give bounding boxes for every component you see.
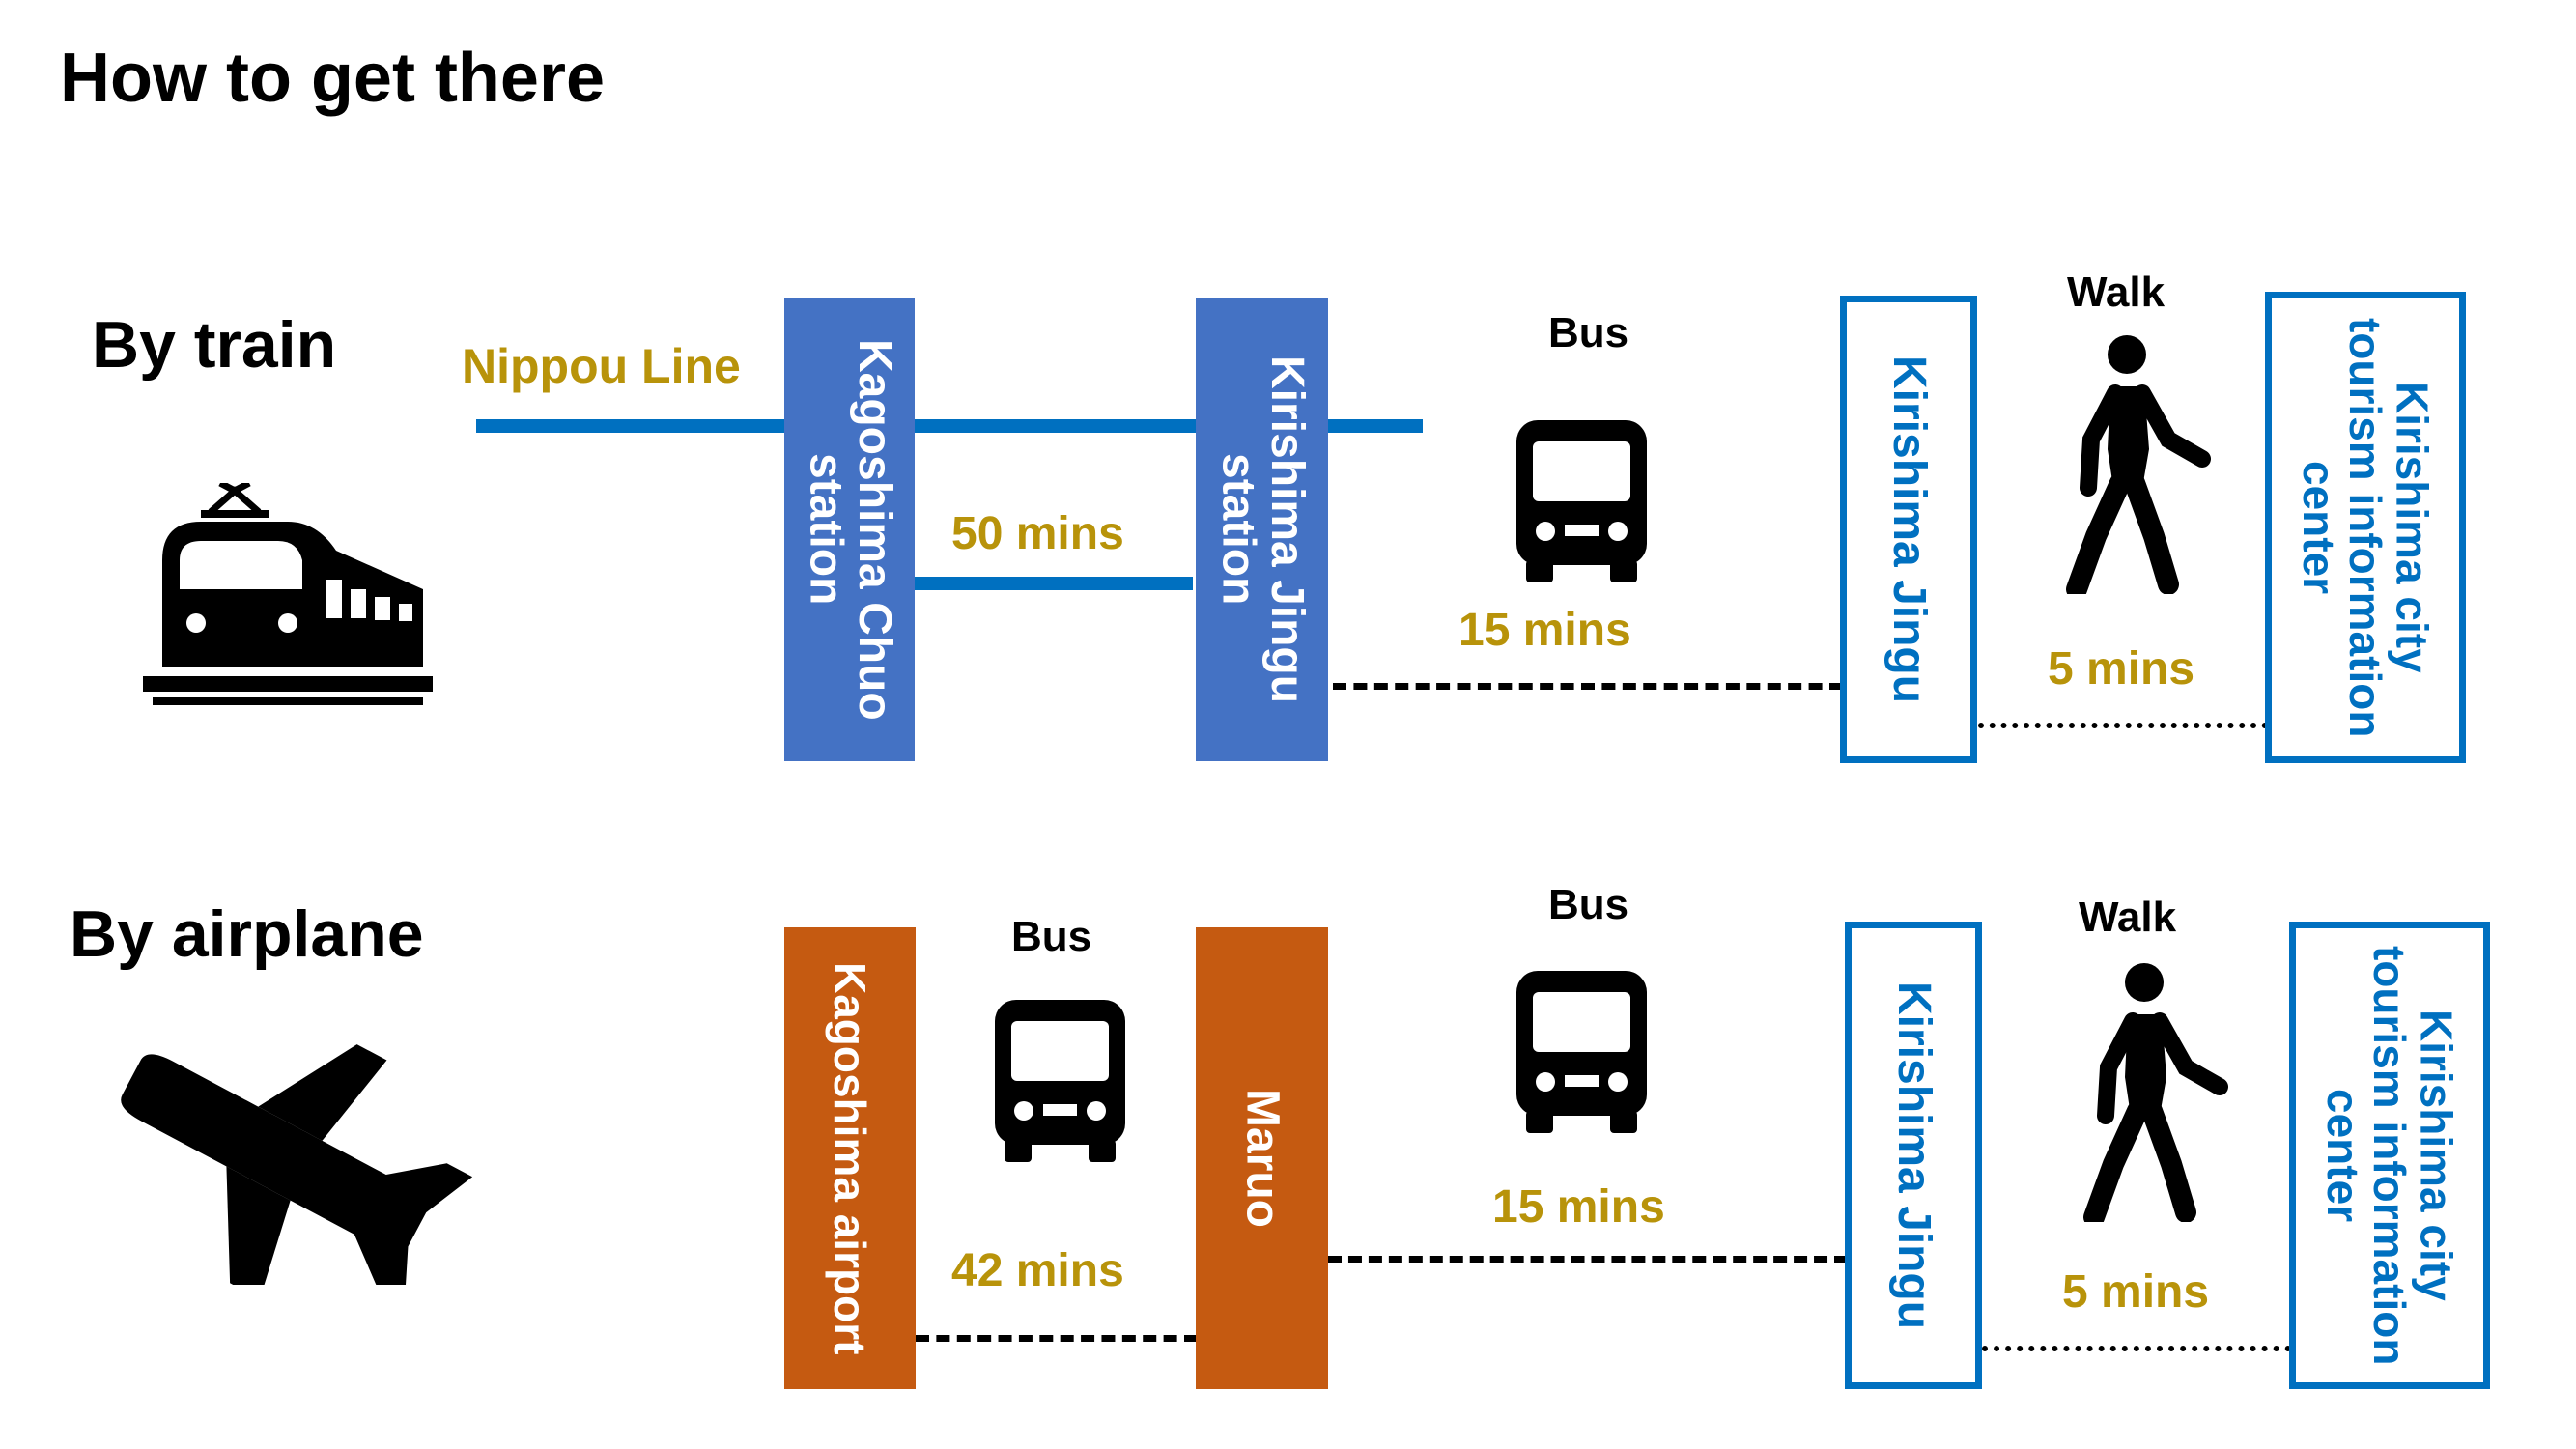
origin-kagoshima-airport: Kagoshima airport: [784, 927, 916, 1389]
airplane-stop-label: Kirishima Jingu: [1888, 980, 1940, 1330]
bus-icon: [990, 1000, 1130, 1162]
train-bus-label: Bus: [1548, 309, 1629, 356]
train-walk-route: [1978, 723, 2268, 728]
airplane-bus1-duration: 42 mins: [951, 1245, 1124, 1296]
nippou-line: [476, 419, 1423, 433]
walking-person-icon: [2057, 333, 2212, 594]
station-kirishima-jingu-label: Kirishima Jingu station: [1212, 355, 1313, 704]
station-kagoshima-chuo-label: Kagoshima Chuo station: [800, 338, 900, 721]
airplane-icon: [92, 1034, 478, 1285]
airplane-bus2-label: Bus: [1548, 881, 1629, 928]
airplane-walk-duration: 5 mins: [2062, 1266, 2210, 1318]
transfer-maruo-label: Maruo: [1236, 1089, 1288, 1228]
train-duration: 50 mins: [951, 508, 1124, 559]
station-kirishima-jingu: Kirishima Jingu station: [1196, 298, 1328, 761]
train-walk-duration: 5 mins: [2048, 643, 2195, 695]
train-bus-route: [1333, 683, 1843, 690]
bus-icon: [1512, 420, 1652, 582]
train-destination-label: Kirishima city tourism information cente…: [2293, 317, 2438, 738]
airplane-bus2-route: [1328, 1256, 1848, 1263]
airplane-stop-kirishima-jingu: Kirishima Jingu: [1845, 922, 1982, 1389]
by-train-label: By train: [92, 308, 337, 382]
airplane-bus1-label: Bus: [1011, 913, 1092, 960]
walking-person-icon: [2075, 961, 2229, 1222]
bus-icon: [1512, 971, 1652, 1133]
transfer-maruo: Maruo: [1196, 927, 1328, 1389]
train-icon: [143, 483, 433, 715]
page-title: How to get there: [60, 40, 606, 117]
airplane-destination-tourism-center: Kirishima city tourism information cente…: [2289, 922, 2490, 1389]
origin-airport-label: Kagoshima airport: [825, 961, 876, 1355]
train-destination-tourism-center: Kirishima city tourism information cente…: [2265, 292, 2466, 763]
train-stop-kirishima-jingu: Kirishima Jingu: [1840, 296, 1977, 763]
airplane-walk-route: [1982, 1346, 2291, 1351]
by-airplane-label: By airplane: [70, 897, 424, 971]
airplane-destination-label: Kirishima city tourism information cente…: [2317, 945, 2462, 1366]
rail-connection-line: [913, 577, 1193, 590]
line-name-label: Nippou Line: [462, 339, 741, 393]
airplane-bus1-route: [916, 1335, 1198, 1342]
airplane-bus2-duration: 15 mins: [1492, 1181, 1665, 1233]
station-kagoshima-chuo: Kagoshima Chuo station: [784, 298, 915, 761]
airplane-walk-label: Walk: [2079, 894, 2177, 941]
train-walk-label: Walk: [2067, 269, 2166, 316]
train-bus-duration: 15 mins: [1458, 605, 1631, 656]
train-stop-label: Kirishima Jingu: [1883, 355, 1936, 704]
